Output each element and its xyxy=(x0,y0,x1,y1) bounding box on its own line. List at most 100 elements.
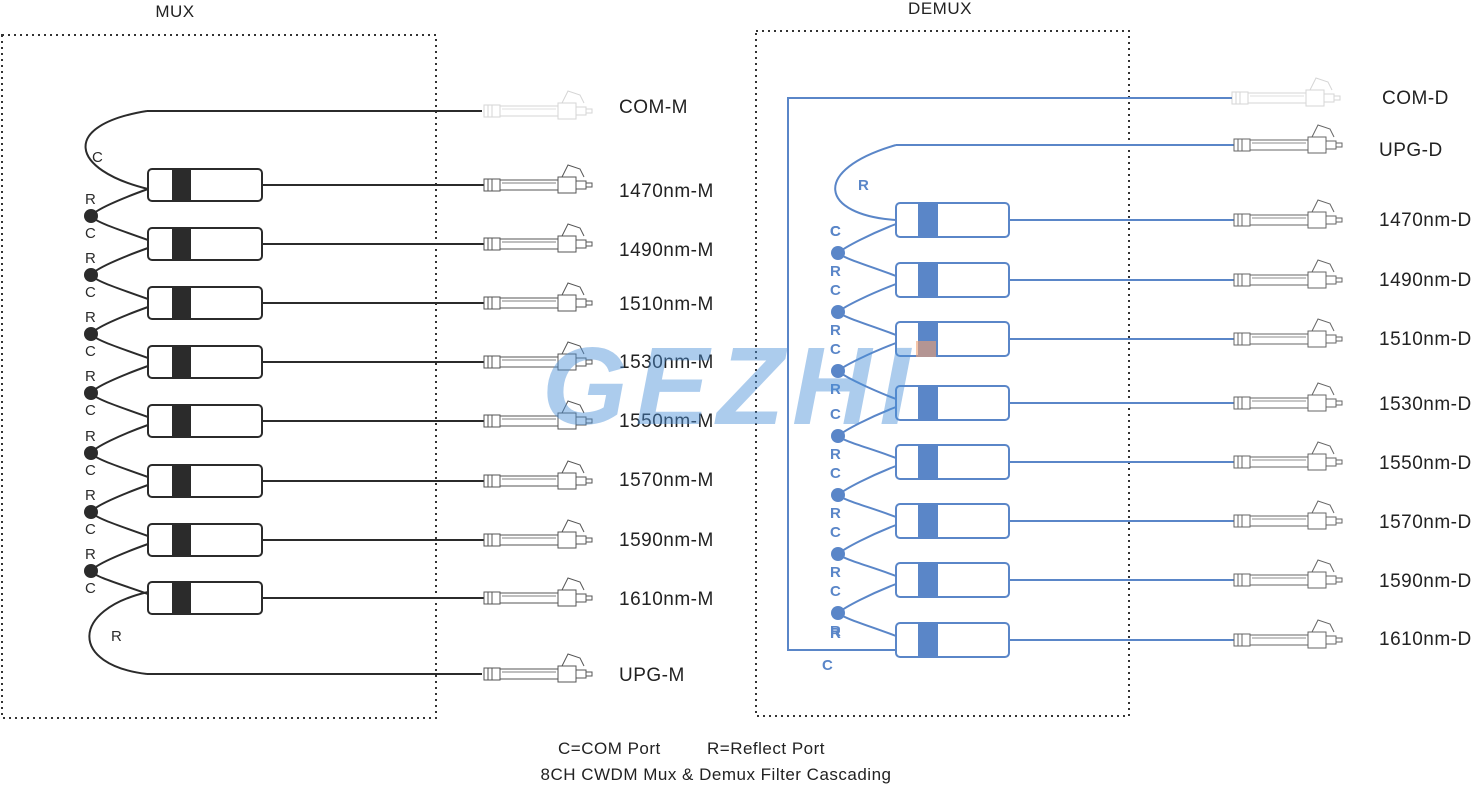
demux-upg-connector-housing xyxy=(1307,136,1327,154)
mux-cascade-fiber xyxy=(90,424,149,454)
mux-filter xyxy=(147,581,263,615)
demux-channel-label: 1490nm-D xyxy=(1379,270,1472,291)
mux-upg-label: UPG-M xyxy=(619,665,685,686)
demux-com-label: COM-D xyxy=(1382,88,1449,109)
demux-filter xyxy=(895,622,1010,658)
demux-com-connector-boot xyxy=(1231,91,1249,105)
demux-upg-connector-ferrule xyxy=(1325,140,1337,150)
mux-com-connector-body xyxy=(499,105,559,117)
mux-port-reflect: R xyxy=(85,309,96,326)
mux-channel-connector xyxy=(483,577,593,607)
demux-splice-dot xyxy=(831,429,845,443)
demux-port-com: C xyxy=(830,406,841,423)
mux-splice-dot xyxy=(84,505,98,519)
mux-port-com: C xyxy=(85,462,96,479)
mux-splice-dot xyxy=(84,564,98,578)
mux-com-connector-latch xyxy=(561,90,585,104)
mux-channel-connector-latch xyxy=(561,460,585,474)
mux-channel-connector xyxy=(483,519,593,549)
demux-diagram: CRCRCRCRCRCRCRCRCR1470nm-D1490nm-D1510nm… xyxy=(787,77,1472,674)
demux-splice-dot xyxy=(831,547,845,561)
demux-channel-connector-latch xyxy=(1311,441,1335,455)
demux-cascade-fiber xyxy=(837,494,897,518)
mux-channel-connector xyxy=(483,282,593,312)
mux-splice-dot xyxy=(84,386,98,400)
demux-channel-connector-latch xyxy=(1311,559,1335,573)
mux-filter-band xyxy=(172,228,191,260)
mux-channel-connector-tip xyxy=(585,241,593,247)
mux-filter xyxy=(147,286,263,320)
demux-channel-connector-latch xyxy=(1311,382,1335,396)
demux-port-reflect: R xyxy=(830,322,841,339)
mux-port-reflect: R xyxy=(85,368,96,385)
demux-upg-label: UPG-D xyxy=(1379,140,1443,161)
demux-channel-connector xyxy=(1233,559,1343,589)
mux-port-com: C xyxy=(85,225,96,242)
demux-splice-dot xyxy=(831,606,845,620)
demux-filter-band xyxy=(918,563,938,597)
demux-cascade-fiber xyxy=(837,223,897,254)
demux-filter-band xyxy=(918,623,938,657)
demux-channel-connector-housing xyxy=(1307,631,1327,649)
demux-channel-connector-ferrule xyxy=(1325,635,1337,645)
mux-channel-connector-ferrule xyxy=(575,593,587,603)
demux-port-reflect: R xyxy=(830,263,841,280)
mux-upg-connector-housing xyxy=(557,665,577,683)
demux-channel-connector-tip xyxy=(1335,336,1343,342)
mux-channel-connector-latch xyxy=(561,519,585,533)
mux-filter-band xyxy=(172,524,191,556)
demux-splice-dot xyxy=(831,305,845,319)
mux-cascade-fiber xyxy=(90,247,149,276)
mux-channel-label: 1490nm-M xyxy=(619,240,714,261)
demux-channel-connector-housing xyxy=(1307,571,1327,589)
demux-port-com: C xyxy=(830,341,841,358)
mux-channel-connector-tip xyxy=(585,595,593,601)
mux-com-connector-boot xyxy=(483,104,501,118)
demux-upg-fiber xyxy=(834,144,897,221)
demux-channel-connector-tip xyxy=(1335,459,1343,465)
demux-channel-connector-tip xyxy=(1335,637,1343,643)
demux-port-com: C xyxy=(830,524,841,541)
demux-filter xyxy=(895,202,1010,238)
mux-filter xyxy=(147,227,263,261)
demux-cascade-fiber xyxy=(837,283,897,313)
diagram-caption: 8CH CWDM Mux & Demux Filter Cascading xyxy=(540,765,891,784)
demux-channel-connector-body xyxy=(1249,214,1309,226)
demux-channel-connector-ferrule xyxy=(1325,334,1337,344)
demux-filter xyxy=(895,503,1010,539)
demux-channel-connector-latch xyxy=(1311,199,1335,213)
mux-filter xyxy=(147,345,263,379)
mux-cascade-fiber xyxy=(90,306,149,335)
watermark-accent xyxy=(916,341,936,357)
mux-channel-connector-tip xyxy=(585,418,593,424)
demux-port-com: C xyxy=(830,282,841,299)
mux-upg-fiber xyxy=(88,591,149,675)
demux-cascade-fiber xyxy=(837,612,897,637)
mux-port-com: C xyxy=(85,402,96,419)
demux-channel-connector-body xyxy=(1249,574,1309,586)
mux-channel-connector-body xyxy=(499,475,559,487)
mux-filter xyxy=(147,523,263,557)
mux-channel-label: 1470nm-M xyxy=(619,181,714,202)
demux-channel-connector-ferrule xyxy=(1325,275,1337,285)
demux-channel-connector-tip xyxy=(1335,217,1343,223)
mux-channel-connector xyxy=(483,164,593,194)
mux-filter-band xyxy=(172,582,191,614)
mux-title: MUX xyxy=(155,2,194,21)
legend-reflect: R=Reflect Port xyxy=(707,739,825,758)
legend-com: C=COM Port xyxy=(558,739,661,758)
demux-channel-label: 1510nm-D xyxy=(1379,329,1472,350)
demux-com-connector-tip xyxy=(1333,95,1341,101)
demux-filter xyxy=(895,262,1010,298)
mux-port-reflect: R xyxy=(85,428,96,445)
demux-channel-connector xyxy=(1233,318,1343,348)
mux-port-reflect: R xyxy=(85,191,96,208)
demux-channel-connector-latch xyxy=(1311,500,1335,514)
demux-port-reflect: R xyxy=(830,446,841,463)
demux-channel-connector-ferrule xyxy=(1325,575,1337,585)
demux-channel-connector-housing xyxy=(1307,394,1327,412)
demux-channel-connector xyxy=(1233,500,1343,530)
demux-channel-connector-housing xyxy=(1307,330,1327,348)
mux-splice-dot xyxy=(84,446,98,460)
